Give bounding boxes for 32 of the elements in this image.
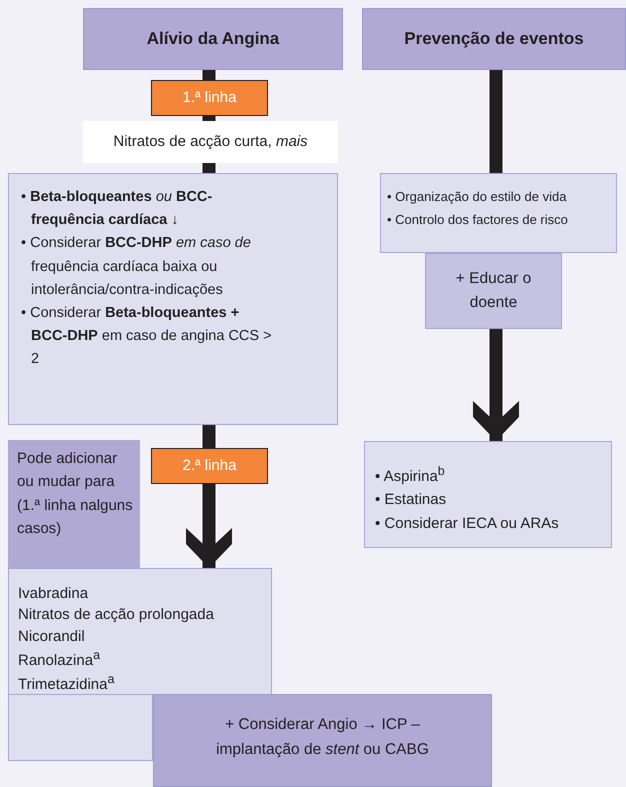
process-box xyxy=(425,253,562,329)
drug-name: Nitratos de acção prolongada xyxy=(18,605,215,626)
drug-name: Nicorandil xyxy=(18,626,86,647)
prevention-box xyxy=(380,173,617,253)
bullet-item: • Organização do estilo de vida xyxy=(387,188,568,206)
treatment-box xyxy=(8,173,338,425)
node-text: Nitratos de acção curta, mais xyxy=(113,132,308,152)
text-box xyxy=(83,121,338,163)
bullet-item: • Controlo dos factores de risco xyxy=(387,210,569,229)
node-text: + Considerar Angio → ICP – implantação de stent ou CABG xyxy=(215,715,430,760)
header-box xyxy=(83,8,343,70)
bullet-item: • Considerar BCC-DHP em caso de frequência cardíaca baixa ou intolerância/contra-indicações xyxy=(21,234,252,300)
node-text: Pode adicionar ou mudar para (1.ª linha nalguns casos) xyxy=(17,449,134,539)
node-text: 1.ª linha xyxy=(182,88,236,108)
process-box xyxy=(153,694,492,787)
drug-name: Ivabradina xyxy=(18,584,90,604)
node-text: Prevenção de eventos xyxy=(404,28,584,50)
node-text: 2.ª linha xyxy=(182,456,236,476)
node-text: + Educar o doente xyxy=(454,268,532,313)
node-text: Alívio da Angina xyxy=(146,28,280,50)
drug-name: Trimetazidina$^{a}$ xyxy=(18,671,116,696)
bullet-item: • Estatinas xyxy=(375,490,448,510)
line-label-box xyxy=(151,448,268,484)
bullet-item: • Aspirina$^{b}$ xyxy=(375,463,446,487)
treatment-box xyxy=(8,568,272,695)
header-box xyxy=(362,8,626,70)
bullet-item: • Considerar Beta-bloqueantes + BCC-DHP em caso de angina CCS > 2 xyxy=(21,304,273,370)
bullet-item: • Considerar IECA ou ARAs xyxy=(375,514,560,534)
note-box xyxy=(8,440,140,568)
prevention-box xyxy=(364,441,612,548)
drug-name: Ranolazina$^{a}$ xyxy=(18,646,102,671)
line-label-box xyxy=(151,80,268,116)
